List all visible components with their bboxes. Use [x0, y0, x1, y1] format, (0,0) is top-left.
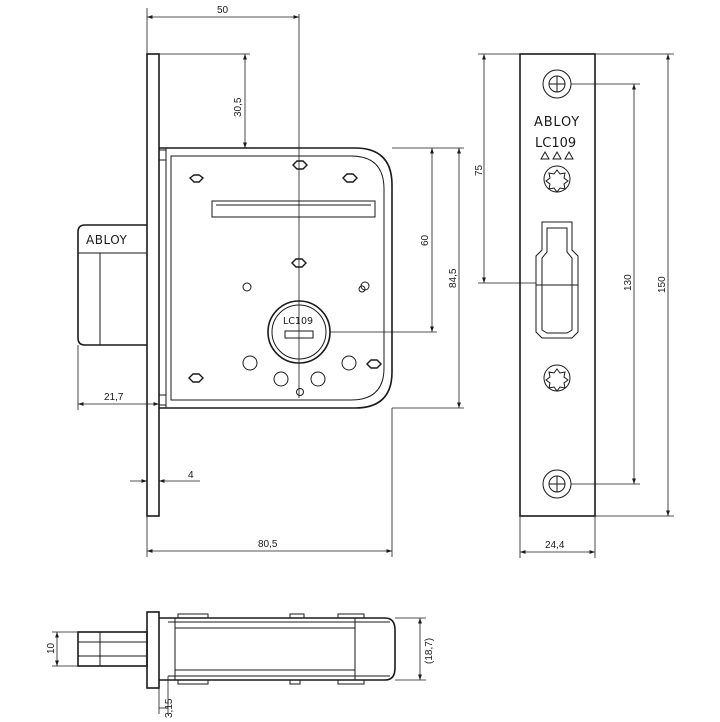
faceplate-dimensions: 75 130 150 24,4 — [474, 53, 674, 558]
case-holes — [242, 281, 370, 396]
dim-50-label: 50 — [217, 5, 229, 16]
dim-4-label: 4 — [188, 470, 194, 481]
dim-80-5-label: 80,5 — [258, 539, 278, 550]
torx-screw-icon — [543, 165, 571, 193]
dim-130-label: 130 — [623, 274, 634, 291]
dim-150-label: 150 — [657, 276, 668, 293]
faceplate-top-screw — [542, 69, 572, 99]
dim-18-7-label: (18,7) — [424, 638, 435, 664]
bolt-opening — [535, 221, 579, 339]
lock-case — [158, 147, 393, 409]
forend-plate — [146, 53, 160, 517]
dim-10-label: 10 — [46, 642, 57, 654]
dim-75-label: 75 — [474, 164, 485, 176]
side-view — [77, 611, 396, 689]
hex-screw-icon — [188, 373, 204, 383]
bolt-brand-label: ABLOY — [86, 233, 127, 247]
dim-21-7-label: 21,7 — [104, 392, 124, 403]
torx-screw-icon — [543, 364, 571, 392]
dim-84-5-label: 84,5 — [448, 268, 459, 288]
front-dimensions: 50 30,5 60 84,5 21,7 4 80,5 — [77, 5, 464, 557]
cylinder-label: LC109 — [283, 316, 313, 327]
slot — [211, 200, 376, 218]
warning-triangles — [540, 150, 574, 160]
side-forend — [146, 611, 160, 689]
deadbolt: ABLOY — [77, 224, 147, 346]
side-body — [159, 617, 396, 681]
dim-60-label: 60 — [420, 234, 431, 246]
hex-screw-icon — [366, 359, 382, 369]
faceplate — [519, 53, 596, 517]
side-bolt — [77, 631, 148, 667]
front-view: ABLOY — [77, 14, 393, 517]
faceplate-view: ABLOY LC109 — [519, 53, 596, 517]
faceplate-model-label: LC109 — [535, 136, 576, 151]
side-dimensions: 10 (18,7) 3,15 — [46, 617, 435, 718]
hex-screw-icon — [342, 173, 358, 183]
hex-screw-icon — [292, 160, 308, 170]
dim-30-5-label: 30,5 — [233, 97, 244, 117]
hex-screw-icon — [188, 174, 205, 183]
faceplate-brand-label: ABLOY — [534, 115, 580, 130]
dim-3-15-label: 3,15 — [164, 698, 175, 718]
dim-24-4-label: 24,4 — [545, 540, 565, 551]
faceplate-bottom-screw — [542, 469, 572, 499]
hex-screws — [188, 160, 382, 383]
